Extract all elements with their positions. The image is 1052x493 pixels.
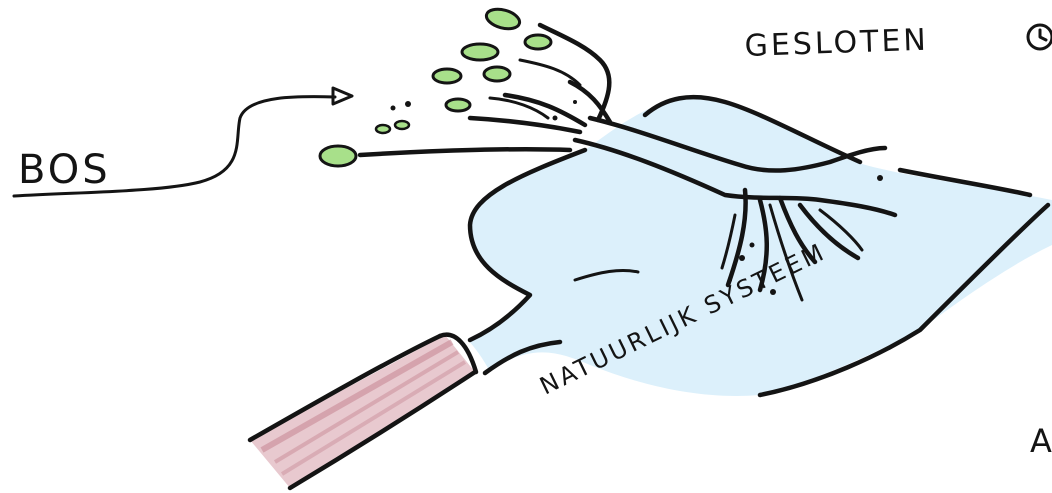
leaf xyxy=(433,69,461,83)
gesloten-label: GESLOTEN xyxy=(744,23,929,64)
cut-off-letter: A xyxy=(1030,422,1052,460)
leaf xyxy=(376,125,390,133)
tree-leaves xyxy=(320,6,551,166)
leaf xyxy=(484,6,522,32)
leaf xyxy=(525,35,551,49)
leaf xyxy=(484,67,510,81)
bos-label: BOS xyxy=(18,147,111,193)
clock-icon xyxy=(1028,25,1052,49)
leaf xyxy=(462,44,498,60)
pipe xyxy=(250,335,476,488)
leaf xyxy=(446,99,470,111)
leaf xyxy=(395,121,409,129)
natural-system-shape xyxy=(468,95,1052,396)
leaf xyxy=(320,146,356,166)
